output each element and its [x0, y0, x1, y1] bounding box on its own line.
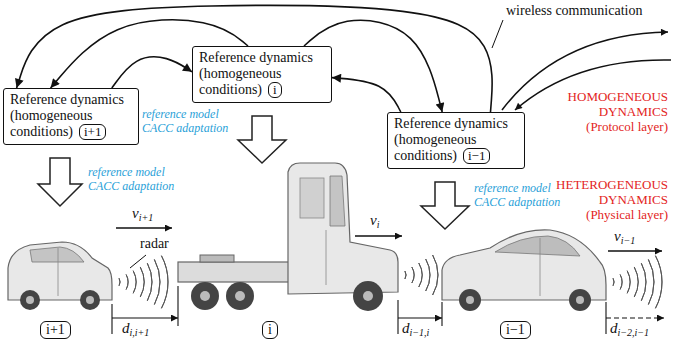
leader-line — [492, 20, 503, 48]
radar-wave — [433, 255, 438, 295]
velocity-arrow — [116, 227, 172, 228]
node-text: Reference dynamics (homogeneous conditio… — [394, 116, 508, 163]
node-text: Reference dynamics (homogeneous conditio… — [199, 50, 313, 97]
node-text: i−1 — [506, 322, 525, 337]
sensor-label: radar — [140, 236, 169, 252]
radar-wave — [405, 271, 406, 279]
velocity-arrow — [608, 250, 662, 251]
node-text: i−1 — [468, 148, 485, 163]
node-text: i — [268, 322, 272, 337]
car-i-plus-1 — [8, 242, 112, 310]
velocity-label: vi — [370, 212, 379, 229]
radar-wave — [133, 271, 136, 294]
radar-wave — [620, 274, 622, 289]
velocity-label: vi−1 — [614, 228, 635, 245]
radar-wave — [119, 278, 121, 286]
node-text: i+1 — [84, 124, 101, 139]
radar-wave — [161, 256, 168, 309]
reference-dynamics-box: Reference dynamics (homogeneous conditio… — [192, 46, 332, 103]
radar-wave — [613, 278, 615, 286]
radar-waves — [119, 255, 662, 308]
distance-markers — [112, 286, 664, 334]
radar-wave — [419, 263, 422, 287]
adaptation-label: reference model CACC adaptation — [474, 182, 570, 210]
wireless-link — [112, 57, 192, 88]
radar-wave — [627, 271, 630, 294]
layer-label: HETEROGENEOUS DYNAMICS (Physical layer) — [552, 178, 668, 223]
radar-wave — [426, 259, 430, 291]
velocity-label: vi+1 — [132, 205, 153, 222]
node-text: Reference dynamics (homogeneous conditio… — [10, 92, 124, 139]
vehicle-index-tag: i — [262, 321, 278, 339]
vehicle-index-tag: i+1 — [79, 124, 106, 140]
radar-wave — [648, 259, 654, 304]
vehicle-index-tag: i — [268, 82, 282, 98]
adaptation-label: reference model CACC adaptation — [142, 108, 238, 136]
layer-label: HOMOGENEOUS DYNAMICS (Protocol layer) — [560, 90, 668, 135]
car-i-minus-1 — [442, 230, 606, 311]
adaptation-label: reference model CACC adaptation — [88, 166, 184, 194]
node-text: i — [273, 82, 277, 97]
vehicle-index-tag: i+1 — [40, 321, 71, 339]
node-text: i+1 — [46, 322, 65, 337]
reference-dynamics-box: Reference dynamics (homogeneous conditio… — [3, 88, 139, 145]
radar-wave — [641, 263, 646, 301]
annotation: wireless communication — [506, 3, 642, 19]
distance-label: di−1,i — [402, 320, 429, 337]
adaptation-arrow — [238, 116, 286, 163]
reference-dynamics-box: Reference dynamics (homogeneous conditio… — [387, 112, 525, 169]
distance-label: di−2,i−1 — [610, 320, 649, 337]
truck-i — [178, 163, 398, 311]
radar-wave — [154, 259, 160, 304]
adaptation-arrow — [421, 182, 469, 229]
radar-wave — [140, 267, 144, 297]
vehicle-index-tag: i−1 — [463, 148, 490, 164]
wireless-link — [332, 78, 401, 112]
vehicle-index-tag: i−1 — [500, 321, 531, 339]
radar-wave — [412, 267, 414, 283]
radar-wave — [126, 274, 128, 289]
radar-wave — [634, 267, 638, 297]
radar-wave — [655, 256, 662, 309]
velocity-arrow — [355, 235, 402, 236]
leader-line — [130, 255, 146, 268]
adaptation-arrow — [38, 158, 82, 206]
distance-label: di,i+1 — [122, 320, 149, 337]
radar-wave — [147, 263, 152, 301]
